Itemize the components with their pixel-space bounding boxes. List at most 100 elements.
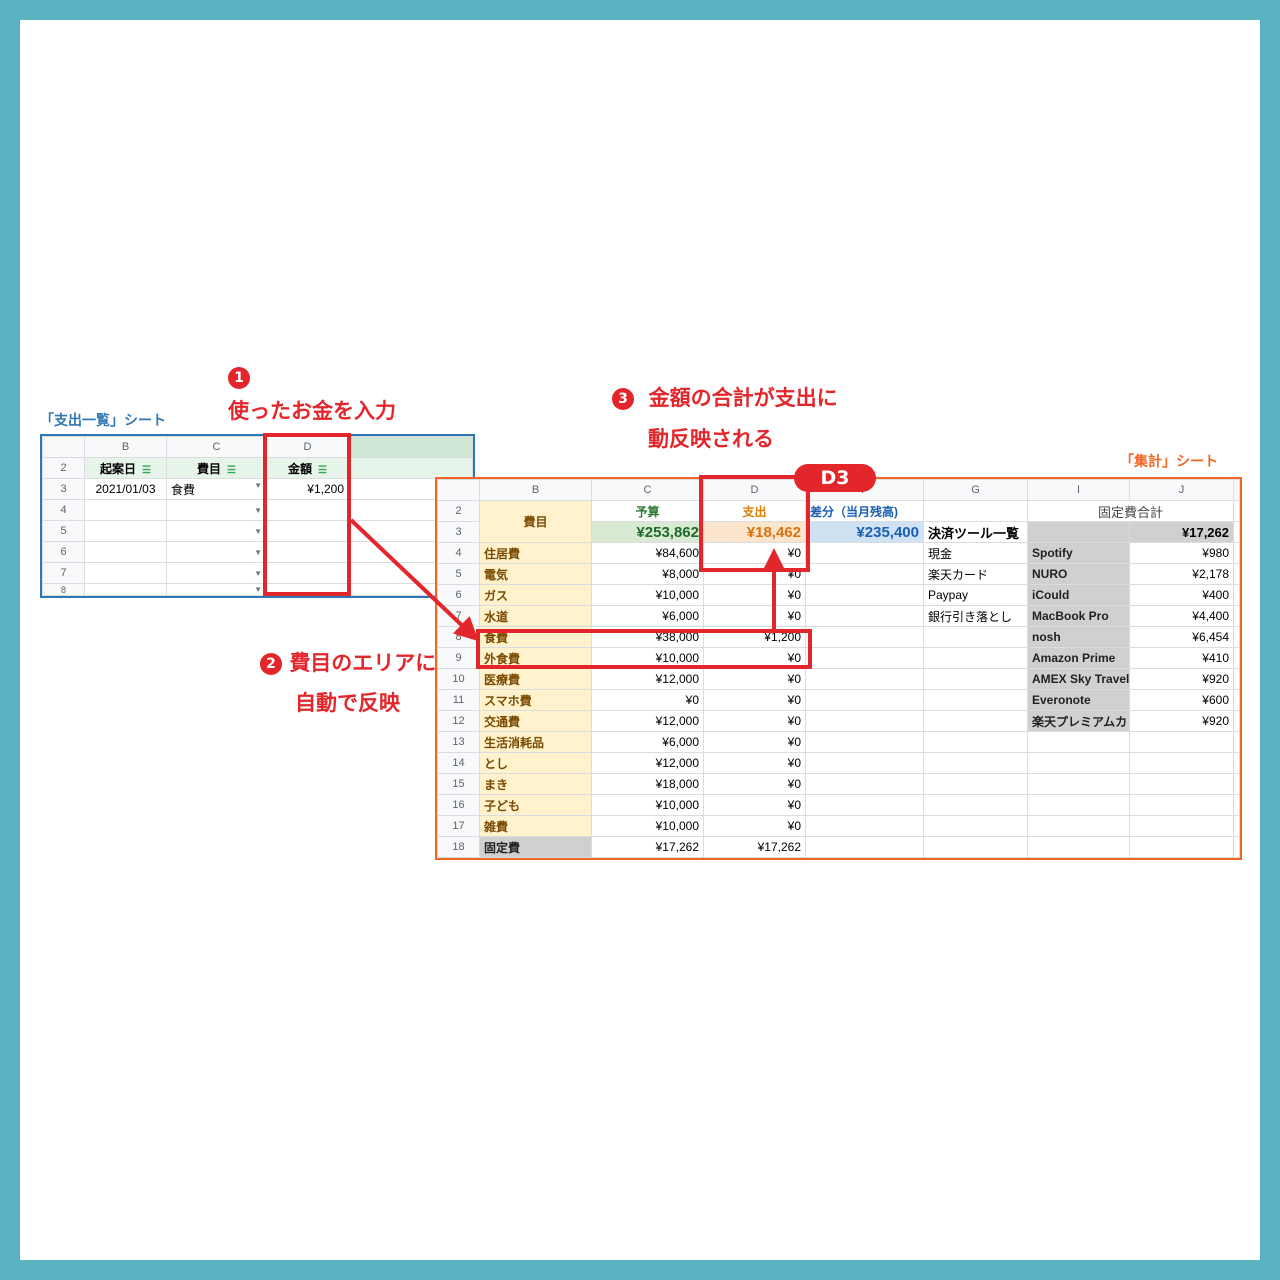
cell-amount[interactable]: ¥1,200 [266,478,349,500]
cell-subscription-amount[interactable]: ¥920 [1129,668,1234,690]
total-balance[interactable]: ¥235,400 [805,521,924,543]
cell-category[interactable]: 子ども [479,794,592,816]
row-number[interactable]: 15 [437,773,480,795]
cell-subscription[interactable]: iCould [1027,584,1130,606]
cell-category[interactable]: 交通費 [479,710,592,732]
step2-text-2: 自動で反映 [295,691,400,715]
step2-text: 2 費目のエリアに [260,647,436,677]
row-number[interactable]: 9 [437,647,480,669]
col-header-c[interactable]: C [591,479,704,501]
dropdown-icon[interactable]: ▼ [254,547,262,557]
highlight-amount-column [263,433,351,596]
cell-category[interactable]: ガス [479,584,592,606]
fixed-total-value[interactable]: ¥17,262 [1129,521,1234,543]
cell-subscription[interactable]: Amazon Prime [1027,647,1130,669]
sheet1-caption: 「支出一覧」シート [40,413,166,429]
cell-category[interactable]: とし [479,752,592,774]
arrow-input-to-category [349,518,479,642]
cell-subscription[interactable]: NURO [1027,563,1130,585]
empty-cell[interactable] [1233,836,1240,858]
col-header-d[interactable]: D [703,479,806,501]
arrows [349,518,786,642]
cell-subscription[interactable]: AMEX Sky Travel [1027,668,1130,690]
cell-category[interactable]: スマホ費 [479,689,592,711]
cell-spending[interactable]: ¥0 [703,668,806,690]
header-balance[interactable]: 差分（当月残高) [805,500,924,522]
cell-payment-tool[interactable]: 銀行引き落とし [923,605,1028,627]
cell-budget[interactable]: ¥17,262 [591,836,704,858]
dropdown-icon[interactable]: ▼ [254,585,262,594]
filter-icon[interactable]: ☰ [142,464,151,476]
sheet2-caption: 「集計」シート [1120,454,1218,470]
row-number[interactable]: 16 [437,794,480,816]
dropdown-icon[interactable]: ▼ [254,480,262,490]
corner-cell [437,479,480,501]
corner-cell [42,436,85,458]
row-number[interactable]: 18 [437,836,480,858]
cell-budget[interactable]: ¥18,000 [591,773,704,795]
row-number[interactable]: 8 [42,583,85,596]
col-header-blank [348,436,473,458]
col-header-b[interactable]: B [479,479,592,501]
cell-category[interactable]: 医療費 [479,668,592,690]
cell-category[interactable]: 生活消耗品 [479,731,592,753]
row-number[interactable]: 12 [437,710,480,732]
cell-category[interactable]: 水道 [479,605,592,627]
cell-subscription[interactable]: Everonote [1027,689,1130,711]
row-number[interactable]: 3 [42,478,85,500]
row-number[interactable]: 14 [437,752,480,774]
cell-spending[interactable]: ¥17,262 [703,836,806,858]
highlight-food-row [476,629,812,669]
cell-category[interactable]: まき [479,773,592,795]
cell-budget[interactable]: ¥84,600 [591,542,704,564]
summary-sheet: B C D F G I J 2 費目 予算 支出 差分（当月残高) 固定費合計 … [435,477,1242,860]
highlight-spending-total [699,475,810,572]
row-number[interactable]: 4 [437,542,480,564]
col-header-b[interactable]: B [84,436,167,458]
step3-text-2: 動反映される [648,427,774,451]
canvas: 1 使ったお金を入力 3 金額の合計が支出に 動反映される 2 費目のエリアに … [20,20,1260,1260]
cell-category[interactable]: 電気 [479,563,592,585]
cell-subscription[interactable]: Spotify [1027,542,1130,564]
row-number[interactable]: 4 [42,499,85,521]
cell-category[interactable]: 雑費 [479,815,592,837]
cell-subscription[interactable]: 楽天プレミアムカ [1027,710,1130,732]
cell-budget[interactable]: ¥10,000 [591,584,704,606]
header-budget[interactable]: 予算 [591,500,704,522]
row-number[interactable]: 2 [42,457,85,479]
filter-icon[interactable]: ☰ [227,464,236,476]
cell-payment-tool[interactable]: 楽天カード [923,563,1028,585]
row-number[interactable]: 13 [437,731,480,753]
d3-badge: D3 [794,464,876,492]
header-category[interactable]: 費目 [479,500,592,543]
step3-text: 3 金額の合計が支出に [612,382,838,412]
filter-icon[interactable]: ☰ [318,464,327,476]
dropdown-icon[interactable]: ▼ [254,568,262,578]
cell-budget[interactable]: ¥10,000 [591,647,704,669]
dropdown-icon[interactable]: ▼ [254,526,262,536]
step1-number: 1 [228,365,250,389]
cell-subscription[interactable]: MacBook Pro [1027,605,1130,627]
cell-category[interactable]: 固定費 [479,836,592,858]
row-number[interactable]: 6 [437,584,480,606]
dropdown-icon[interactable]: ▼ [254,505,262,515]
row-number[interactable]: 2 [437,500,480,522]
col-header-g[interactable]: G [923,479,1028,501]
row-number[interactable]: 3 [437,521,480,543]
cell-budget[interactable]: ¥8,000 [591,563,704,585]
cell-subscription[interactable]: nosh [1027,626,1130,648]
cell-spending[interactable]: ¥0 [703,752,806,774]
total-spending[interactable]: ¥18,462 [703,521,806,543]
